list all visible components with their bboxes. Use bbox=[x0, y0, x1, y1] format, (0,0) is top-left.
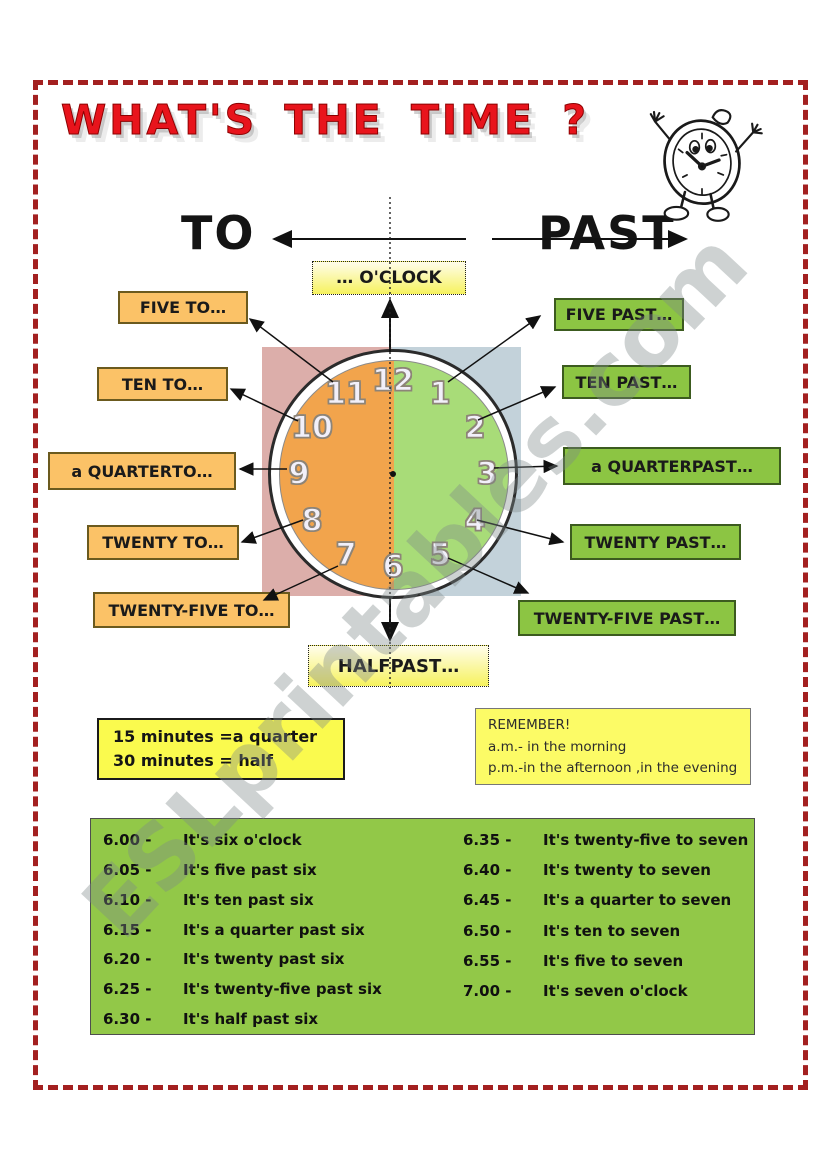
minutes-line-1: 15 minutes =a quarter bbox=[113, 727, 318, 746]
clock-center-dot bbox=[390, 471, 396, 477]
label-box-five-to: FIVE TO… bbox=[118, 291, 248, 324]
label-box-quarter-past: a QUARTER PAST… bbox=[563, 447, 781, 485]
table-row: 6.15 -It's a quarter past six bbox=[103, 920, 365, 939]
remember-title: REMEMBER! bbox=[488, 717, 571, 733]
label-box-half-past: HALF PAST… bbox=[308, 645, 489, 687]
clock-number-12: 12 bbox=[371, 363, 414, 399]
table-row: 6.00 -It's six o'clock bbox=[103, 830, 302, 849]
label-box-ten-past: TEN PAST… bbox=[562, 365, 691, 399]
table-row: 6.20 -It's twenty past six bbox=[103, 950, 345, 969]
clock-number-5: 5 bbox=[429, 537, 451, 573]
remember-note-box: REMEMBER! a.m.- in the morning p.m.-in t… bbox=[475, 708, 751, 785]
examples-table: 6.00 -It's six o'clock 6.05 -It's five p… bbox=[90, 818, 755, 1035]
table-row: 6.25 -It's twenty-five past six bbox=[103, 980, 382, 999]
past-heading: PAST bbox=[538, 206, 676, 260]
clock-number-6: 6 bbox=[382, 549, 404, 585]
table-row: 6.55 -It's five to seven bbox=[463, 951, 684, 970]
table-row: 6.30 -It's half past six bbox=[103, 1010, 319, 1029]
label-box-five-past: FIVE PAST… bbox=[554, 298, 684, 331]
clock-face: 12 1 2 3 4 5 6 7 8 9 10 11 bbox=[268, 349, 518, 599]
to-heading: TO bbox=[181, 206, 256, 260]
table-row: 6.45 -It's a quarter to seven bbox=[463, 891, 732, 910]
clock-number-9: 9 bbox=[288, 456, 310, 492]
remember-line-1: a.m.- in the morning bbox=[488, 738, 627, 755]
table-row: 6.50 -It's ten to seven bbox=[463, 921, 681, 940]
label-box-ten-to: TEN TO… bbox=[97, 367, 228, 401]
label-box-twenty-five-past: TWENTY-FIVE PAST… bbox=[518, 600, 736, 636]
dashed-border-frame bbox=[33, 80, 808, 1090]
label-box-quarter-to: a QUARTER TO… bbox=[48, 452, 236, 490]
examples-right-column: 6.35 -It's twenty-five to seven 6.40 -It… bbox=[451, 825, 751, 1034]
alarm-clock-cartoon-icon bbox=[649, 109, 763, 222]
table-row: 7.00 -It's seven o'clock bbox=[463, 982, 688, 1001]
table-row: 6.35 -It's twenty-five to seven bbox=[463, 831, 749, 850]
clock-number-10: 10 bbox=[290, 410, 333, 446]
table-row: 6.10 -It's ten past six bbox=[103, 890, 314, 909]
clock-number-7: 7 bbox=[335, 537, 357, 573]
clock-number-1: 1 bbox=[429, 376, 451, 412]
table-row: 6.40 -It's twenty to seven bbox=[463, 861, 711, 880]
page-title: WHAT'S THE TIME ? bbox=[60, 96, 590, 145]
minutes-note-box: 15 minutes =a quarter 30 minutes = half bbox=[97, 718, 345, 780]
table-row: 6.05 -It's five past six bbox=[103, 860, 317, 879]
clock-number-11: 11 bbox=[324, 376, 367, 412]
label-box-twenty-past: TWENTY PAST… bbox=[570, 524, 741, 560]
clock-number-8: 8 bbox=[301, 503, 323, 539]
minutes-line-2: 30 minutes = half bbox=[113, 751, 273, 770]
clock-number-3: 3 bbox=[476, 456, 498, 492]
remember-line-2: p.m.-in the afternoon ,in the evening bbox=[488, 760, 738, 777]
label-box-oclock: … O'CLOCK bbox=[312, 261, 466, 295]
examples-left-column: 6.00 -It's six o'clock 6.05 -It's five p… bbox=[91, 825, 451, 1034]
label-box-twenty-five-to: TWENTY-FIVE TO… bbox=[93, 592, 290, 628]
label-box-twenty-to: TWENTY TO… bbox=[87, 525, 239, 560]
